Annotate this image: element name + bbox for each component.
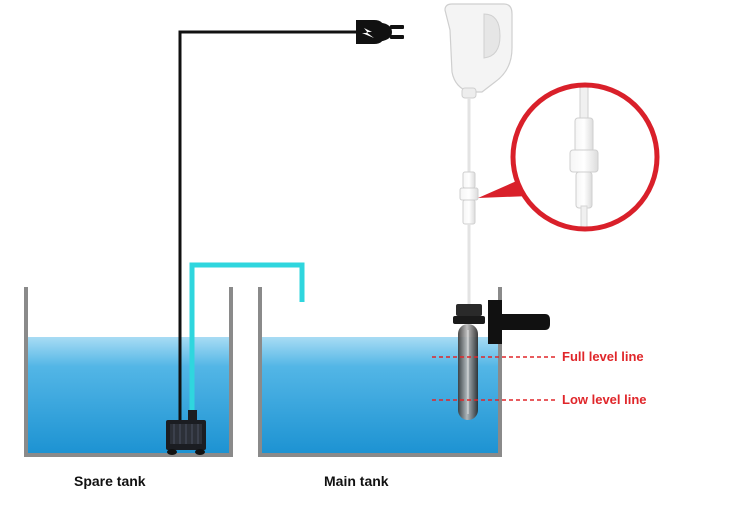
level-sensor xyxy=(453,300,550,420)
full-level-label: Full level line xyxy=(562,349,644,364)
pump xyxy=(166,410,206,455)
spare-tank-label: Spare tank xyxy=(74,473,146,489)
spare-tank-wall xyxy=(24,287,233,457)
zoom-callout xyxy=(510,82,660,232)
low-level-label: Low level line xyxy=(562,392,647,407)
plug-icon xyxy=(356,20,404,44)
power-cord xyxy=(178,30,358,422)
inlet-pipe xyxy=(189,262,305,412)
main-tank-wall xyxy=(258,287,502,457)
spare-tank xyxy=(24,287,233,457)
sensor-cable xyxy=(459,98,479,306)
adapter-plug xyxy=(444,3,513,99)
main-tank-label: Main tank xyxy=(324,473,389,489)
